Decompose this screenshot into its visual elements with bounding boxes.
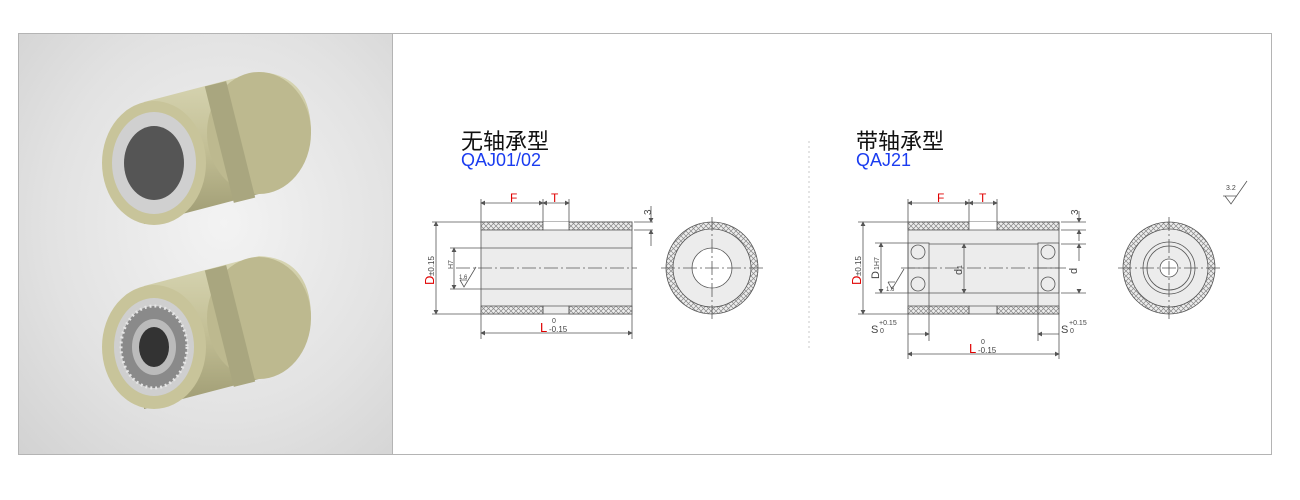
right-drawing-code: QAJ21 (856, 150, 912, 170)
product-frame: 无轴承型 QAJ01/02 带轴承型 QAJ21 (18, 33, 1272, 455)
label-roughness: 1.6 (886, 287, 895, 293)
label-L-lower: -0.15 (978, 346, 997, 355)
technical-drawings-panel: 无轴承型 QAJ01/02 带轴承型 QAJ21 (393, 34, 1271, 454)
label-groove-depth: 3 (643, 209, 654, 215)
right-side-view (858, 180, 1248, 359)
label-D1: D (870, 271, 882, 279)
label-F: F (510, 191, 517, 205)
roller-with-bearing (102, 256, 311, 409)
right-end-view (1118, 217, 1220, 319)
label-groove-depth: 3 (1070, 209, 1081, 215)
label-D: D (422, 276, 437, 285)
label-bore: H7 (448, 260, 455, 269)
label-T: T (551, 191, 559, 205)
label-D1-sub: 1H7 (874, 257, 881, 270)
right-drawing-title: 带轴承型 (856, 129, 945, 154)
label-d1: d (953, 269, 965, 275)
label-S-right-upper: +0.15 (1069, 320, 1087, 327)
label-F: F (937, 191, 944, 205)
label-S-left-upper: +0.15 (879, 320, 897, 327)
label-S-left-lower: 0 (880, 328, 884, 335)
left-end-view (661, 217, 763, 319)
label-D-tol: ±0.15 (427, 255, 436, 276)
roller-photos (102, 72, 311, 409)
product-photo-panel (19, 34, 393, 454)
label-S-left: S (871, 324, 878, 336)
label-L-lower: -0.15 (549, 325, 568, 334)
label-D-tol: ±0.15 (854, 255, 863, 276)
roller-without-bearing (102, 72, 311, 225)
label-surface-roughness: 3.2 (1226, 185, 1236, 192)
label-S-right: S (1061, 324, 1068, 336)
surface-roughness-symbol (1223, 180, 1248, 205)
label-d1-sub: 1 (957, 265, 964, 269)
label-L: L (969, 341, 976, 356)
left-side-view (432, 199, 654, 339)
label-L-upper: 0 (981, 339, 985, 346)
label-T: T (979, 191, 987, 205)
label-S-right-lower: 0 (1070, 328, 1074, 335)
label-L-upper: 0 (552, 318, 556, 325)
label-D: D (849, 276, 864, 285)
label-d: d (1068, 268, 1080, 274)
label-roughness: 1.6 (459, 275, 468, 281)
left-drawing-code: QAJ01/02 (461, 150, 542, 170)
left-drawing-title: 无轴承型 (461, 129, 550, 154)
drawing-canvas: F T 3 D ±0.15 H7 1.6 L 0 -0.15 F T 3 D ±… (422, 141, 1248, 359)
label-L: L (540, 320, 547, 335)
